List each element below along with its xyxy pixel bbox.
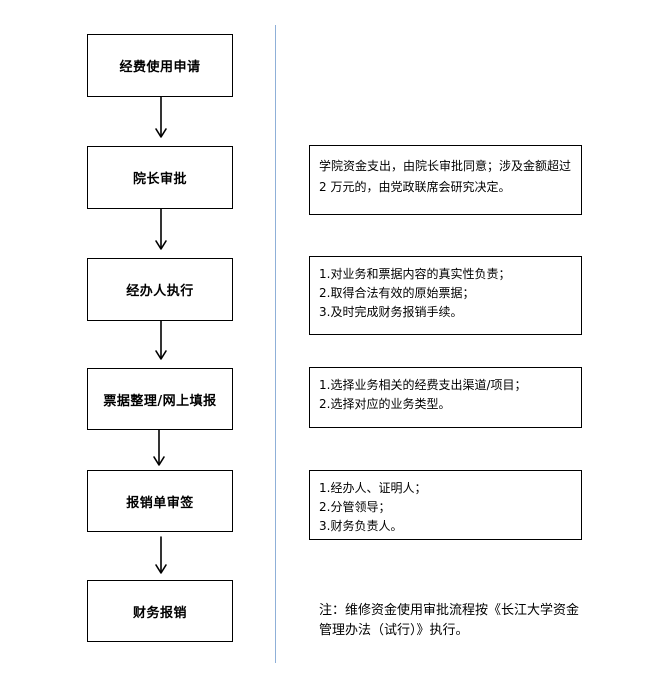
note-receipt-filing: 1.选择业务相关的经费支出渠道/项目； 2.选择对应的业务类型。 bbox=[309, 367, 582, 428]
note-handler-execution: 1.对业务和票据内容的真实性负责； 2.取得合法有效的原始票据； 3.及时完成财… bbox=[309, 256, 582, 335]
step-label: 报销单审签 bbox=[126, 495, 194, 511]
arrow-down-icon bbox=[155, 536, 167, 574]
note-dean-approval: 学院资金支出，由院长审批同意；涉及金额超过 2 万元的，由党政联席会研究决定。 bbox=[309, 145, 582, 215]
arrow-down-icon bbox=[155, 320, 167, 360]
note-line: 3.及时完成财务报销手续。 bbox=[319, 305, 463, 319]
step-form-signoff: 报销单审签 bbox=[87, 470, 233, 532]
note-text: 学院资金支出，由院长审批同意；涉及金额超过 2 万元的，由党政联席会研究决定。 bbox=[319, 159, 572, 194]
step-receipt-filing: 票据整理/网上填报 bbox=[87, 368, 233, 430]
note-line: 1.选择业务相关的经费支出渠道/项目； bbox=[319, 378, 527, 392]
note-line: 1.经办人、证明人； bbox=[319, 481, 427, 495]
note-line: 3.财务负责人。 bbox=[319, 519, 403, 533]
step-label: 票据整理/网上填报 bbox=[103, 393, 217, 409]
step-dean-approval: 院长审批 bbox=[87, 146, 233, 209]
step-finance-reimbursement: 财务报销 bbox=[87, 580, 233, 642]
step-expense-application: 经费使用申请 bbox=[87, 34, 233, 97]
arrow-down-icon bbox=[153, 429, 165, 466]
step-handler-execution: 经办人执行 bbox=[87, 258, 233, 321]
note-line: 2.选择对应的业务类型。 bbox=[319, 397, 451, 411]
footnote-text: 注：维修资金使用审批流程按《长江大学资金管理办法（试行）》执行。 bbox=[319, 603, 580, 638]
note-line: 2.取得合法有效的原始票据； bbox=[319, 286, 475, 300]
footnote: 注：维修资金使用审批流程按《长江大学资金管理办法（试行）》执行。 bbox=[319, 601, 581, 641]
note-line: 1.对业务和票据内容的真实性负责； bbox=[319, 267, 511, 281]
column-divider bbox=[275, 25, 276, 663]
arrow-down-icon bbox=[155, 208, 167, 250]
note-form-signoff: 1.经办人、证明人； 2.分管领导； 3.财务负责人。 bbox=[309, 470, 582, 540]
step-label: 经费使用申请 bbox=[119, 60, 201, 75]
step-label: 经办人执行 bbox=[126, 284, 194, 299]
arrow-down-icon bbox=[155, 96, 167, 138]
step-label: 院长审批 bbox=[132, 172, 187, 187]
note-line: 2.分管领导； bbox=[319, 500, 391, 514]
step-label: 财务报销 bbox=[132, 605, 187, 621]
